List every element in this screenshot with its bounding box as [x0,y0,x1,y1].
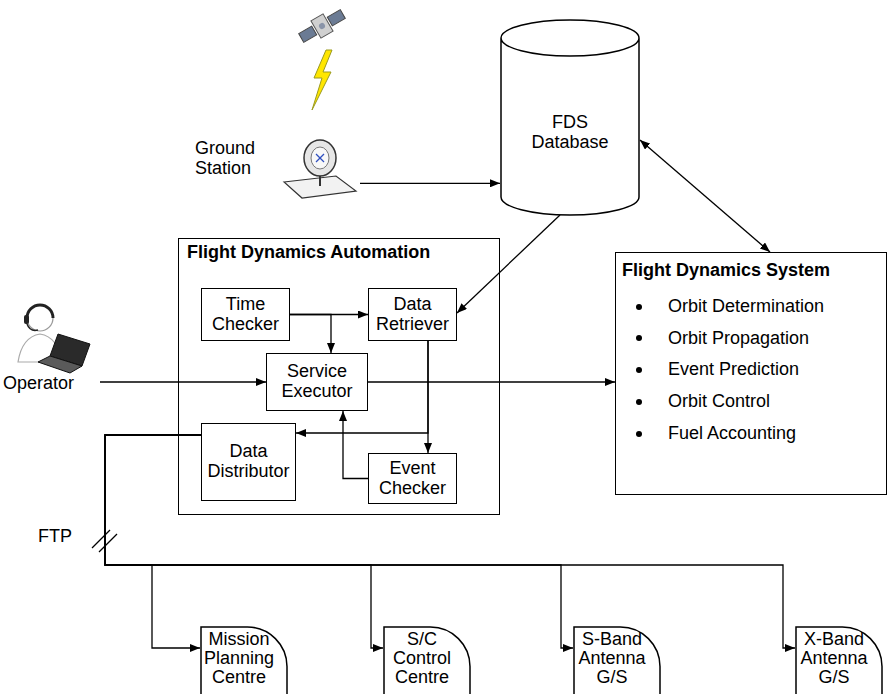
bullet-dot [636,431,642,437]
satellite-icon [296,5,348,46]
bullet-row: Orbit Propagation [622,329,880,349]
radio-link-bolt [312,50,332,110]
link-label: FTP [38,527,72,547]
node-label: FDS Database [525,113,615,153]
connector [105,435,201,648]
connector [105,435,573,648]
operator-icon [18,305,90,373]
ground-station: Ground Station [190,130,360,195]
connector [105,435,795,648]
node-label: Operator [3,374,100,394]
function-item: Orbit Propagation [668,329,809,349]
automation-group: Time Checker Data RetrieverService Execut… [178,238,500,515]
heading-wrap: Flight Dynamics System [622,261,880,281]
node-label: X-Band Antenna G/S [799,630,869,687]
external-centre: S/C Control Centre [383,626,471,694]
database-cylinder: FDS Database [500,20,640,215]
bullet-dot [636,399,642,405]
bullet-row: Orbit Determination [622,297,880,317]
system-group: Flight Dynamics SystemOrbit Determinatio… [615,252,887,495]
function-item: Event Prediction [668,360,799,380]
function-item: Orbit Control [668,392,770,412]
node-label: Time Checker [207,295,284,335]
node-label: Ground Station [195,139,275,179]
connector [290,315,331,354]
connector [100,381,266,382]
process-box: Data Retriever [368,288,457,341]
process-box: Time Checker [201,288,290,341]
connector [343,411,368,479]
bullet-dot [636,335,642,341]
bullet-row: Fuel Accounting [622,424,880,444]
bullet-row: Orbit Control [622,392,880,412]
function-item: Fuel Accounting [668,424,796,444]
external-centre: S-Band Antenna G/S [573,626,661,694]
bullet-dot [636,304,642,310]
node-label: S-Band Antenna G/S [577,630,647,687]
group-heading: Flight Dynamics Automation [187,243,491,263]
node-label: Data Retriever [374,295,451,335]
external-centre: X-Band Antenna G/S [795,626,883,694]
ground-station-dish [284,140,356,198]
operator: Operator [3,298,100,398]
connector [640,140,770,252]
connector [457,215,560,313]
connector [360,183,500,184]
function-item: Orbit Determination [668,297,824,317]
group-heading: Flight Dynamics System [622,261,880,281]
node-label: Data Distributor [207,442,290,482]
node-label: Mission Planning Centre [204,630,274,687]
node-label: S/C Control Centre [387,630,457,687]
connector [105,435,383,648]
connector [368,381,615,382]
node-label: Service Executor [272,362,362,402]
bullet-dot [636,367,642,373]
process-box: Service Executor [266,353,368,411]
node-label: Event Checker [374,459,451,499]
external-centre: Mission Planning Centre [200,626,288,694]
process-box: Data Distributor [201,423,296,501]
bullet-row: Event Prediction [622,360,880,380]
process-box: Event Checker [368,453,457,504]
